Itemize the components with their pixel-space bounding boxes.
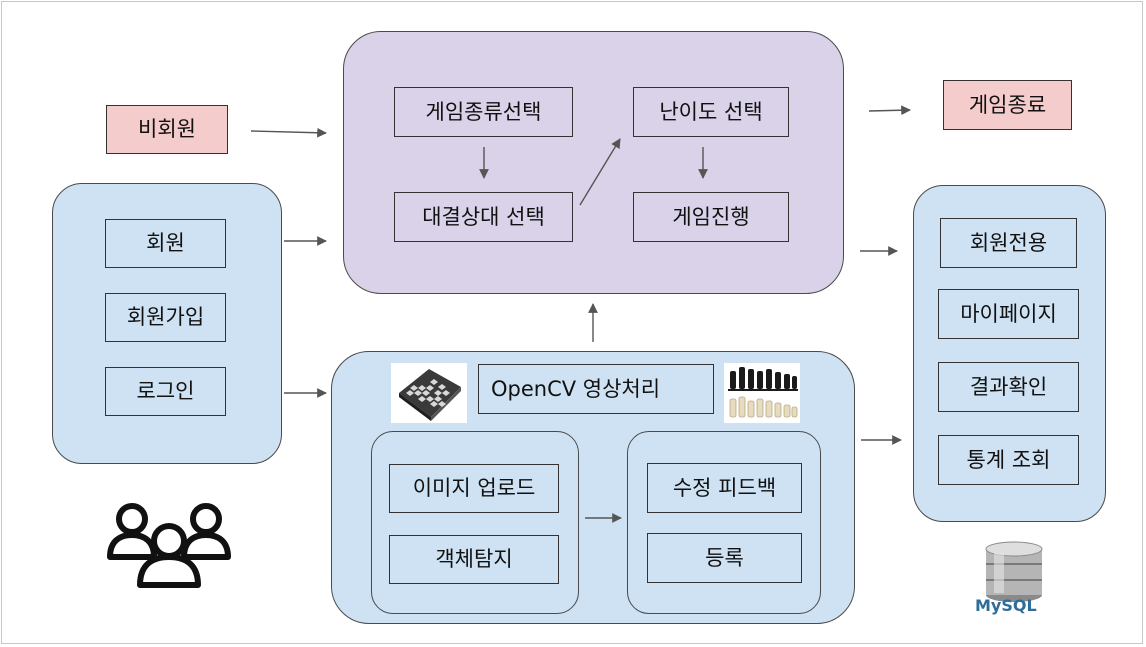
users-icon	[107, 503, 231, 588]
opencv-processing-box: OpenCV 영상처리	[478, 364, 714, 414]
member-only-group	[913, 185, 1106, 522]
arrow-game-to-end	[868, 105, 911, 116]
opponent-select-box: 대결상대 선택	[394, 192, 573, 242]
statistics-view-box: 통계 조회	[938, 435, 1079, 485]
signup-box: 회원가입	[105, 293, 226, 342]
game-group	[343, 31, 844, 294]
object-detection-box: 객체탐지	[389, 535, 559, 584]
chess-pieces-icon	[724, 363, 800, 423]
mysql-logo-text: MySQL	[975, 596, 1037, 615]
arrow-guest-to-game	[250, 127, 327, 138]
correction-feedback-box: 수정 피드백	[647, 463, 802, 513]
guest-box: 비회원	[106, 105, 228, 154]
member-only-box: 회원전용	[940, 218, 1077, 268]
my-page-box: 마이페이지	[938, 289, 1079, 339]
arrow-opponent-to-difficulty	[579, 138, 621, 206]
game-type-select-box: 게임종류선택	[394, 87, 573, 137]
difficulty-select-box: 난이도 선택	[633, 87, 789, 137]
mysql-logo-icon: MySQL	[975, 541, 1043, 615]
chessboard-icon	[391, 363, 467, 423]
result-check-box: 결과확인	[938, 362, 1079, 412]
feedback-subgroup	[627, 431, 821, 614]
register-box: 등록	[647, 533, 802, 583]
login-box: 로그인	[105, 367, 226, 416]
member-box: 회원	[105, 219, 226, 268]
image-upload-box: 이미지 업로드	[389, 464, 559, 513]
user-group	[52, 183, 282, 464]
game-end-box: 게임종료	[943, 80, 1072, 130]
game-progress-box: 게임진행	[633, 192, 789, 242]
